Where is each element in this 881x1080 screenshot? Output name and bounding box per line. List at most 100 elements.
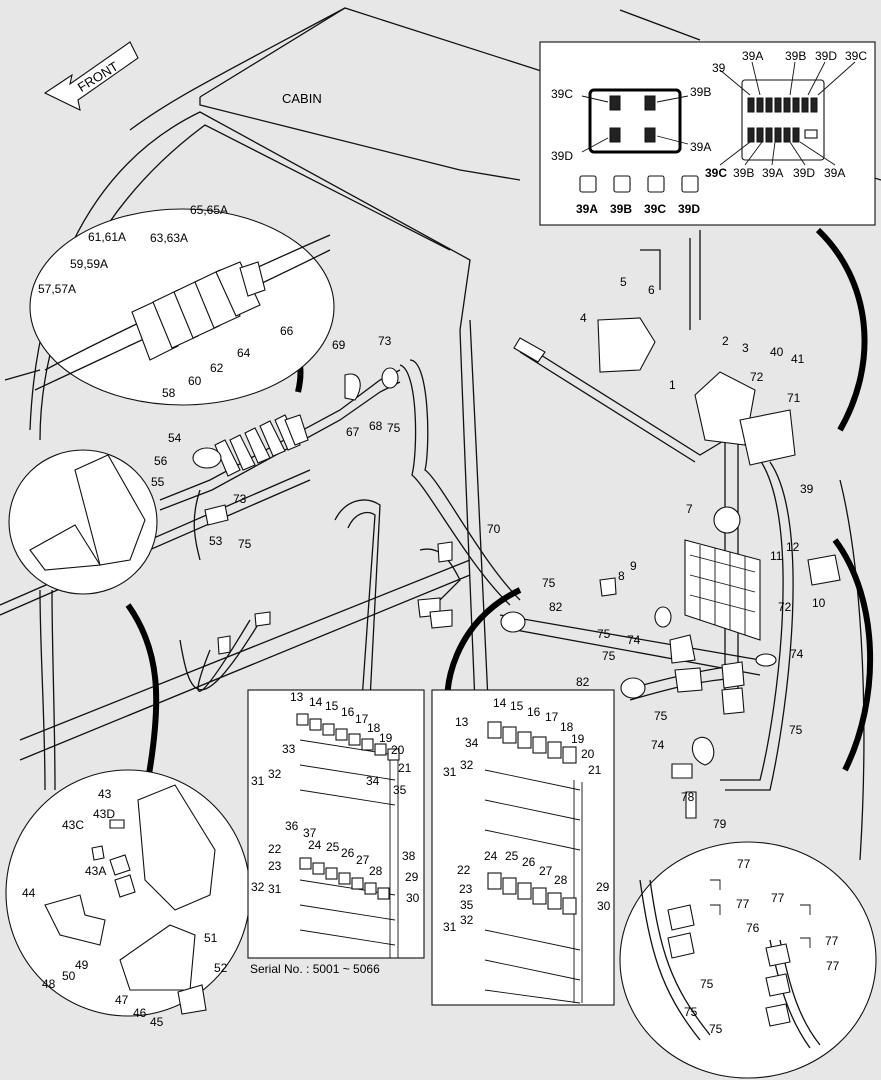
callout-16-left: 16	[341, 705, 355, 719]
callout-75-b: 75	[238, 537, 252, 551]
callout-39d: 39D	[551, 149, 573, 163]
callout-74-right: 74	[790, 647, 804, 661]
loose-fuses	[579, 175, 699, 193]
callout-24-right: 24	[484, 849, 498, 863]
callout-72-right: 72	[778, 600, 792, 614]
callout-41: 41	[791, 352, 805, 366]
callout-65-65a: 65,65A	[190, 203, 228, 217]
detail-circle-switches	[29, 208, 335, 406]
callout-18-left: 18	[367, 721, 381, 735]
callout-11: 11	[770, 549, 783, 563]
callout-17-right: 17	[545, 710, 559, 724]
callout-35-left: 35	[393, 783, 407, 797]
callout-2: 2	[722, 334, 729, 348]
callout-39: 39	[800, 482, 814, 496]
detail-leader-arcs	[125, 227, 874, 781]
callout-25-right: 25	[505, 849, 519, 863]
callout-57-57a: 57,57A	[38, 282, 76, 296]
callout-39c-top: 39C	[845, 49, 867, 63]
callout-39d-top: 39D	[815, 49, 837, 63]
callout-37: 37	[303, 826, 317, 840]
fuse-legend-panel	[539, 41, 876, 226]
callout-31-right: 31	[443, 765, 457, 779]
detail-circle-connectors	[619, 841, 877, 1079]
callout-15-right: 15	[510, 699, 524, 713]
callout-53: 53	[209, 534, 223, 548]
callout-34-right: 34	[465, 736, 479, 750]
callout-71: 71	[787, 391, 801, 405]
callout-35-right: 35	[460, 898, 474, 912]
fuse-39b: 39B	[610, 202, 632, 216]
callout-73-left: 73	[233, 492, 247, 506]
callout-77-a: 77	[737, 857, 751, 871]
callout-70: 70	[487, 522, 501, 536]
callout-labels: 1 2 3 4 5 6 7 8 9 10 11 12 13 14 15 16 1…	[22, 203, 840, 1036]
callout-6: 6	[648, 283, 655, 297]
callout-34-left: 34	[366, 774, 380, 788]
callout-43d: 43D	[93, 807, 115, 821]
callout-75-f: 75	[654, 709, 668, 723]
callout-32-left-b: 32	[251, 880, 265, 894]
callout-54: 54	[168, 431, 182, 445]
callout-39c: 39C	[551, 87, 573, 101]
callout-23-left: 23	[268, 859, 282, 873]
callout-39a-bottom: 39A	[762, 166, 783, 180]
callout-13-left: 13	[290, 690, 304, 704]
callout-40: 40	[770, 345, 784, 359]
callout-14-left: 14	[309, 695, 323, 709]
callout-39a-bottom-2: 39A	[824, 166, 845, 180]
callout-46: 46	[133, 1006, 147, 1020]
callout-10: 10	[812, 596, 826, 610]
callout-20-right: 20	[581, 747, 595, 761]
callout-21-left: 21	[398, 761, 412, 775]
callout-72-top: 72	[750, 370, 764, 384]
callout-26-left: 26	[341, 846, 355, 860]
callout-23-right: 23	[459, 882, 473, 896]
callout-12: 12	[786, 540, 800, 554]
fuse-39d: 39D	[678, 202, 700, 216]
callout-74-lower: 74	[651, 738, 665, 752]
callout-32-right-b: 32	[460, 913, 474, 927]
callout-39a-top: 39A	[742, 49, 763, 63]
callout-75-a: 75	[387, 421, 401, 435]
callout-75-e: 75	[602, 649, 616, 663]
fuse-legend-labels: 39C 39B 39D 39A 39 39A 39B 39D 39C 39C 3…	[551, 49, 867, 216]
callout-66: 66	[280, 324, 294, 338]
callout-62: 62	[210, 361, 224, 375]
callout-27-left: 27	[356, 853, 370, 867]
callout-30-left: 30	[406, 891, 420, 905]
callout-51: 51	[204, 931, 218, 945]
callout-77-b: 77	[736, 897, 750, 911]
callout-75-c: 75	[542, 576, 556, 590]
callout-39b-top: 39B	[785, 49, 806, 63]
callout-31-left: 31	[251, 774, 265, 788]
fuse-slots	[747, 97, 818, 143]
callout-59-59a: 59,59A	[70, 257, 108, 271]
callout-75-d: 75	[597, 627, 611, 641]
callout-75-j: 75	[709, 1022, 723, 1036]
callout-69: 69	[332, 338, 346, 352]
callout-79: 79	[713, 817, 727, 831]
callout-7: 7	[686, 502, 693, 516]
callout-15-left: 15	[325, 699, 339, 713]
callout-49: 49	[75, 958, 89, 972]
callout-52: 52	[214, 961, 228, 975]
callout-39c-bottom: 39C	[705, 166, 727, 180]
callout-39a: 39A	[690, 140, 711, 154]
callout-82-a: 82	[549, 600, 563, 614]
callout-60: 60	[188, 374, 202, 388]
callout-43c: 43C	[62, 818, 84, 832]
callout-26-right: 26	[522, 855, 536, 869]
callout-18-right: 18	[560, 720, 574, 734]
callout-14-right: 14	[493, 696, 507, 710]
callout-43a: 43A	[85, 864, 106, 878]
callout-73-top: 73	[378, 334, 392, 348]
callout-64: 64	[237, 346, 251, 360]
callout-17-left: 17	[355, 712, 369, 726]
callout-28-right: 28	[554, 873, 568, 887]
callout-39-top: 39	[712, 61, 726, 75]
callout-75-h: 75	[700, 977, 714, 991]
callout-77-c: 77	[771, 891, 785, 905]
